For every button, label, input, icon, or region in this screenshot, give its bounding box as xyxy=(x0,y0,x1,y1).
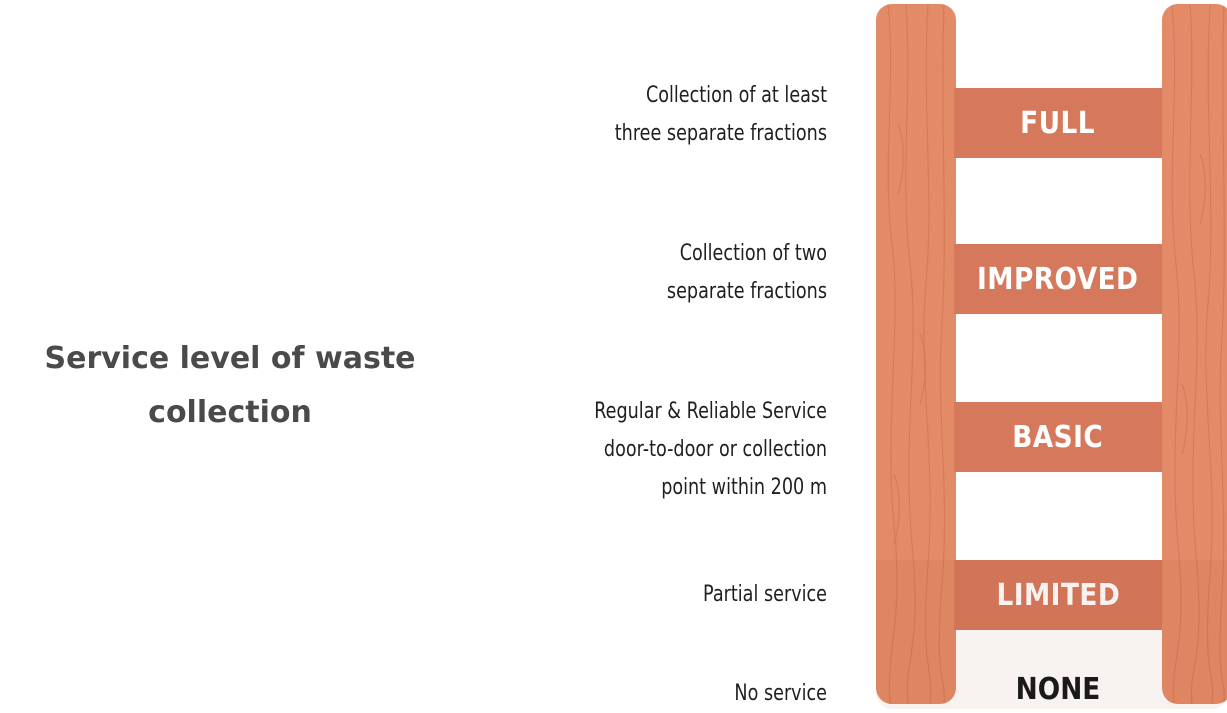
description-line: Regular & Reliable Service xyxy=(594,399,827,424)
wood-grain-right xyxy=(1171,4,1225,704)
rung-limited: LIMITED xyxy=(954,560,1162,630)
description-line: Collection of two xyxy=(679,241,827,266)
description-line: Collection of at least xyxy=(645,83,827,108)
level-label-limited: LIMITED xyxy=(996,577,1120,613)
description-line: separate fractions xyxy=(666,279,827,304)
ladder-left-rail xyxy=(876,4,956,704)
description-line: three separate fractions xyxy=(614,121,827,146)
rung-full: FULL xyxy=(954,88,1162,158)
description-line: door-to-door or collection xyxy=(603,437,827,462)
title-line-2: collection xyxy=(148,395,312,430)
description-basic: Regular & Reliable Service door-to-door … xyxy=(523,393,827,507)
level-label-none: NONE xyxy=(1015,672,1101,707)
description-line: point within 200 m xyxy=(661,475,827,500)
description-limited: Partial service xyxy=(523,576,827,614)
level-label-improved: IMPROVED xyxy=(977,261,1139,297)
level-label-full: FULL xyxy=(1020,105,1096,141)
description-line: No service xyxy=(734,681,827,706)
description-improved: Collection of two separate fractions xyxy=(523,235,827,311)
level-label-basic: BASIC xyxy=(1012,419,1104,455)
wood-grain-left xyxy=(887,4,946,704)
rung-basic: BASIC xyxy=(954,402,1162,472)
description-full: Collection of at least three separate fr… xyxy=(523,77,827,153)
title-line-1: Service level of waste xyxy=(44,341,416,376)
description-none: No service xyxy=(523,675,827,713)
description-line: Partial service xyxy=(703,582,827,607)
diagram-title: Service level of waste collection xyxy=(0,332,460,440)
ladder-right-rail xyxy=(1162,4,1227,704)
rung-improved: IMPROVED xyxy=(954,244,1162,314)
